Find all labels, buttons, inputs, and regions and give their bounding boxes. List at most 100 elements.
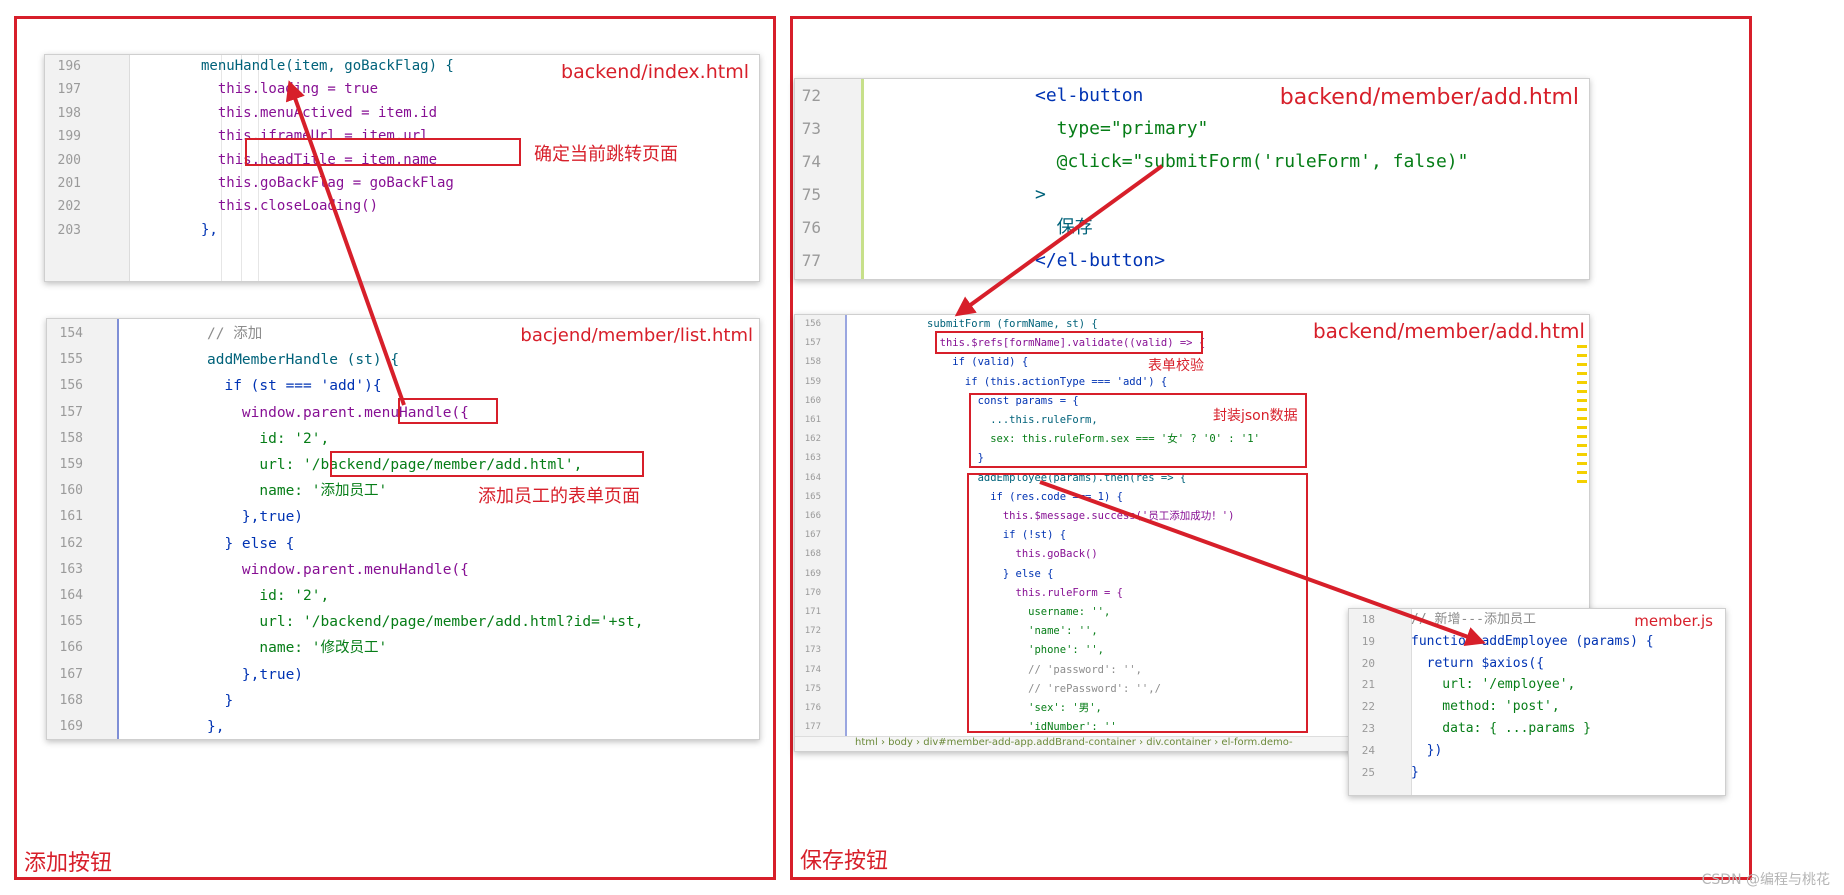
code-line: 73 type="primary" [795, 112, 1589, 145]
code-line: 157 window.parent.menuHandle({ [47, 400, 759, 426]
line-number: 197 [57, 82, 81, 98]
code-line: 159 url: '/backend/page/member/add.html'… [47, 452, 759, 478]
line-number: 176 [804, 703, 821, 713]
member-js-file-label: member.js [1634, 612, 1713, 630]
code-text: 保存 [1035, 217, 1093, 238]
line-number: 74 [801, 152, 821, 171]
code-text: url: '/employee', [1411, 677, 1576, 693]
code-text: 'idNumber': '' [927, 721, 1117, 734]
code-line: 22 method: 'post', [1349, 696, 1725, 718]
code-text: @click="submitForm('ruleForm', false)" [1035, 151, 1469, 172]
code-text: submitForm (formName, st) { [927, 318, 1098, 330]
list-file-label: bacjend/member/list.html [520, 325, 753, 346]
code-text: }, [201, 221, 218, 238]
code-text: id: '2', [207, 430, 330, 447]
code-text: sex: this.ruleForm.sex === '女' ? '0' : '… [927, 433, 1260, 446]
line-number: 158 [59, 430, 83, 446]
line-number: 21 [1361, 678, 1375, 692]
line-number: 76 [801, 218, 821, 237]
code-text: window.parent.menuHandle({ [207, 404, 469, 421]
code-text: } else { [207, 535, 295, 552]
line-number: 172 [804, 626, 821, 637]
code-line: 24 }) [1349, 740, 1725, 762]
menu-handle-highlight [398, 398, 498, 424]
code-line: 20 return $axios({ [1349, 653, 1725, 675]
code-line: 77</el-button> [795, 244, 1589, 277]
line-number: 18 [1361, 613, 1375, 626]
line-number: 168 [804, 549, 821, 560]
line-number: 160 [59, 483, 83, 499]
line-number: 165 [804, 491, 821, 502]
line-number: 201 [57, 176, 81, 191]
add-html-button-panel: 72 <el-button 73 type="primary" 74 @click="… [794, 78, 1590, 280]
code-text: id: '2', [207, 588, 330, 604]
code-text: },true) [207, 666, 304, 683]
code-text: if (this.actionType === 'add') { [927, 375, 1168, 388]
code-text: method: 'post', [1411, 699, 1560, 715]
line-number: 75 [801, 185, 821, 204]
code-line: 201 this.goBackFlag = goBackFlag [45, 172, 759, 195]
line-number: 161 [804, 415, 821, 425]
code-line: 160 const params = { [795, 392, 1589, 411]
line-number: 169 [59, 719, 83, 734]
line-number: 173 [804, 645, 821, 656]
code-text: return $axios({ [1411, 655, 1545, 671]
line-number: 200 [57, 152, 81, 168]
code-text: if (st === 'add'){ [207, 378, 382, 395]
line-number: 168 [59, 692, 83, 708]
line-number: 155 [59, 352, 83, 368]
line-number: 156 [804, 319, 821, 329]
code-line: 161 },true) [47, 504, 759, 530]
code-text: // 'rePassword': '',/ [927, 682, 1161, 695]
line-number: 25 [1361, 765, 1375, 779]
line-number: 161 [59, 509, 83, 525]
save-button-section-title: 保存按钮 [800, 849, 889, 874]
line-number: 72 [801, 86, 821, 105]
code-text: // 添加 [207, 326, 263, 342]
code-line: 23 data: { ...params } [1349, 718, 1725, 740]
code-line: 176 'sex': '男', [795, 699, 1589, 718]
code-text: > [1035, 184, 1046, 205]
code-text: 'sex': '男', [927, 702, 1102, 714]
code-text: name: '添加员工' [207, 483, 388, 500]
code-text: url: '/backend/page/member/add.html?id='… [207, 614, 644, 631]
code-line: 202 this.closeLoading() [45, 195, 759, 218]
watermark: CSDN @编程与桃花 [1701, 872, 1830, 888]
line-number: 158 [804, 357, 821, 368]
list-note: 添加员工的表单页面 [478, 486, 640, 507]
code-text: }) [1411, 742, 1443, 758]
code-text: this.closeLoading() [201, 198, 379, 215]
code-line: 163 window.parent.menuHandle({ [47, 557, 759, 583]
line-number: 160 [804, 395, 821, 406]
code-line: 155 addMemberHandle (st) { [47, 347, 759, 373]
code-line: 177 'idNumber': '' [795, 718, 1589, 737]
add-employee-call-highlight [967, 473, 1308, 733]
add-button-file-label: backend/member/add.html [1279, 85, 1579, 110]
code-line: 169}, [47, 714, 759, 739]
add-button-section-title: 添加按钮 [24, 851, 113, 876]
line-number: 177 [804, 722, 821, 733]
line-number: 157 [59, 404, 83, 420]
code-text: <el-button [1035, 85, 1144, 106]
code-text: </el-button> [1035, 250, 1166, 271]
line-number: 159 [804, 376, 821, 387]
line-number: 170 [804, 587, 821, 598]
code-line: 198 this.menuActived = item.id [45, 102, 759, 125]
code-text: } [1411, 764, 1419, 780]
code-line: 75 > [795, 178, 1589, 211]
code-text: data: { ...params } [1411, 721, 1592, 736]
code-text: // 'password': '', [927, 663, 1142, 676]
code-line: 163 } [795, 449, 1589, 468]
code-line: 160 name: '添加员工' [47, 478, 759, 504]
line-number: 169 [804, 568, 821, 579]
code-text: addMemberHandle (st) { [207, 352, 400, 369]
line-number: 73 [801, 119, 821, 138]
code-line: 158 if (valid) { [795, 353, 1589, 372]
line-number: 22 [1361, 700, 1375, 714]
line-number: 19 [1361, 634, 1375, 648]
scroll-markers [1577, 345, 1587, 485]
code-text: 'phone': '', [927, 644, 1105, 657]
